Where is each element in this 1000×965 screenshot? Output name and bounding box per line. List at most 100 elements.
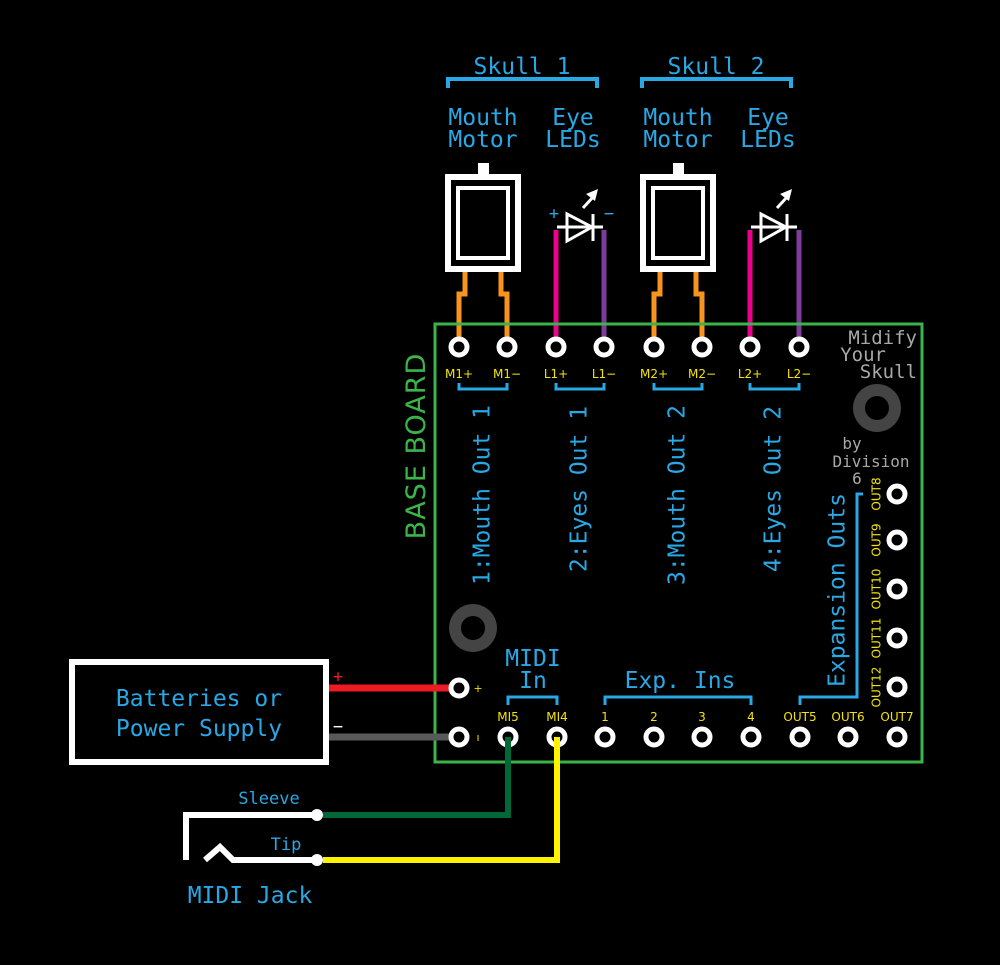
output-label-1: 1:Mouth Out 1 bbox=[470, 405, 496, 585]
midi-in-heading: MIDI In bbox=[505, 646, 561, 705]
output-label-2: 2:Eyes Out 1 bbox=[567, 406, 593, 572]
board-brand: Midify Your Skull by Division 6 bbox=[832, 327, 917, 488]
skull-1-title: Skull 1 bbox=[474, 54, 571, 80]
skull-2-mouth-line2: Motor bbox=[643, 127, 712, 153]
led-1-icon: + − bbox=[549, 189, 614, 244]
pin-out12 bbox=[886, 676, 908, 698]
skull-2-header: Skull 2 Mouth Motor Eye LEDs bbox=[640, 54, 796, 153]
power-minus-sign: − bbox=[333, 717, 343, 737]
power-pins bbox=[448, 677, 470, 748]
skull-2-mouth-line1: Mouth bbox=[643, 105, 712, 131]
pin-bottom-out5 bbox=[789, 726, 811, 748]
output-labels: 1:Mouth Out 1 2:Eyes Out 1 3:Mouth Out 2… bbox=[470, 405, 787, 585]
pin-out11 bbox=[886, 627, 908, 649]
pin-label-out10: OUT10 bbox=[870, 569, 884, 610]
pin-m1-minus bbox=[496, 336, 518, 358]
expansion-bracket bbox=[798, 492, 863, 705]
top-pin-labels: M1+ M1− L1+ L1− M2+ M2− L2+ L2− bbox=[445, 367, 811, 381]
power-supply-line1: Batteries or bbox=[116, 686, 282, 712]
sleeve-terminal bbox=[311, 809, 323, 821]
pin-bottom-3 bbox=[691, 726, 713, 748]
board-power-minus: ı bbox=[476, 731, 479, 744]
pin-label-out9: OUT9 bbox=[870, 523, 884, 556]
bottom-pin-labels: MI5 MI4 1 2 3 4 OUT5 OUT6 OUT7 bbox=[497, 710, 913, 724]
output-brackets bbox=[457, 383, 801, 391]
tip-wire bbox=[323, 737, 560, 863]
expansion-pin-labels: OUT8 OUT9 OUT10 OUT11 OUT12 bbox=[870, 477, 884, 707]
midi-in-line1: MIDI bbox=[505, 646, 560, 672]
pin-m2-minus bbox=[691, 336, 713, 358]
base-board-label: BASE BOARD bbox=[401, 353, 432, 540]
pin-l1-plus bbox=[545, 336, 567, 358]
pin-label-out8: OUT8 bbox=[870, 477, 884, 510]
pin-label-l2-minus: L2− bbox=[787, 367, 811, 381]
motor-1-wires bbox=[456, 272, 510, 345]
pin-out8 bbox=[886, 483, 908, 505]
skull-1-bracket bbox=[446, 77, 599, 88]
pin-label-m2-plus: M2+ bbox=[640, 367, 668, 381]
skull-1-eyes-line1: Eye bbox=[552, 105, 594, 131]
brand-line1: Midify bbox=[848, 327, 917, 349]
motor-2-icon bbox=[640, 163, 716, 272]
pin-m2-plus bbox=[643, 336, 665, 358]
output-label-3: 3:Mouth Out 2 bbox=[665, 405, 691, 585]
expansion-outs-title: Expansion Outs bbox=[825, 493, 851, 687]
skull-2-eyes-line1: Eye bbox=[747, 105, 789, 131]
skull-1-mouth-line1: Mouth bbox=[448, 105, 517, 131]
pin-m1-plus bbox=[448, 336, 470, 358]
byline-2: Division bbox=[832, 452, 909, 471]
pin-label-exp4: 4 bbox=[747, 710, 755, 724]
midi-jack-label: MIDI Jack bbox=[188, 883, 313, 909]
pin-l1-minus bbox=[593, 336, 615, 358]
skull-2-title: Skull 2 bbox=[668, 54, 765, 80]
pin-label-out12: OUT12 bbox=[870, 667, 884, 708]
power-supply-line2: Power Supply bbox=[116, 716, 282, 742]
pin-label-exp1: 1 bbox=[601, 710, 609, 724]
brand-line2: Your bbox=[840, 344, 886, 366]
pin-bottom-out7 bbox=[886, 726, 908, 748]
base-board-outline bbox=[433, 322, 924, 764]
skull-1-header: Skull 1 Mouth Motor Eye LEDs bbox=[446, 54, 601, 153]
pin-out9 bbox=[886, 529, 908, 551]
pin-label-l1-minus: L1− bbox=[592, 367, 616, 381]
pin-label-m2-minus: M2− bbox=[688, 367, 716, 381]
midi-in-line2: In bbox=[519, 668, 547, 694]
led-1-minus-label: − bbox=[604, 204, 614, 224]
power-supply-box bbox=[69, 659, 329, 765]
expansion-pin-column bbox=[886, 483, 908, 698]
byline-1: by bbox=[842, 434, 862, 453]
pin-l2-plus bbox=[739, 336, 761, 358]
pin-label-l1-plus: L1+ bbox=[544, 367, 568, 381]
skull-1-eyes-line2: LEDs bbox=[545, 127, 600, 153]
led-2-wires bbox=[747, 230, 802, 345]
pin-l2-minus bbox=[788, 336, 810, 358]
bottom-pin-row bbox=[497, 726, 908, 748]
pin-label-out5: OUT5 bbox=[783, 710, 816, 724]
pin-label-m1-plus: M1+ bbox=[445, 367, 473, 381]
pin-label-l2-plus: L2+ bbox=[738, 367, 762, 381]
pin-label-mi4: MI4 bbox=[546, 710, 568, 724]
brand-line3: Skull bbox=[860, 361, 917, 383]
midi-jack-icon bbox=[183, 812, 317, 863]
skull-1-mouth-line2: Motor bbox=[448, 127, 517, 153]
skull-2-eyes-line2: LEDs bbox=[740, 127, 795, 153]
midi-jack-sleeve-label: Sleeve bbox=[238, 789, 299, 809]
pin-bottom-out6 bbox=[837, 726, 859, 748]
pin-label-exp2: 2 bbox=[650, 710, 658, 724]
pin-label-exp3: 3 bbox=[698, 710, 706, 724]
pin-label-out11: OUT11 bbox=[870, 618, 884, 659]
midi-jack-tip-label: Tip bbox=[271, 835, 302, 855]
pin-bottom-1 bbox=[594, 726, 616, 748]
board-power-plus: + bbox=[473, 682, 482, 695]
pin-out10 bbox=[886, 578, 908, 600]
output-label-4: 4:Eyes Out 2 bbox=[761, 406, 787, 572]
pin-label-out6: OUT6 bbox=[831, 710, 864, 724]
power-plus-sign: + bbox=[333, 667, 343, 687]
sleeve-wire bbox=[323, 737, 511, 818]
motor-2-wires bbox=[651, 272, 705, 345]
pin-label-out7: OUT7 bbox=[880, 710, 913, 724]
exp-ins-label: Exp. Ins bbox=[625, 668, 736, 694]
byline-3: 6 bbox=[852, 469, 862, 488]
